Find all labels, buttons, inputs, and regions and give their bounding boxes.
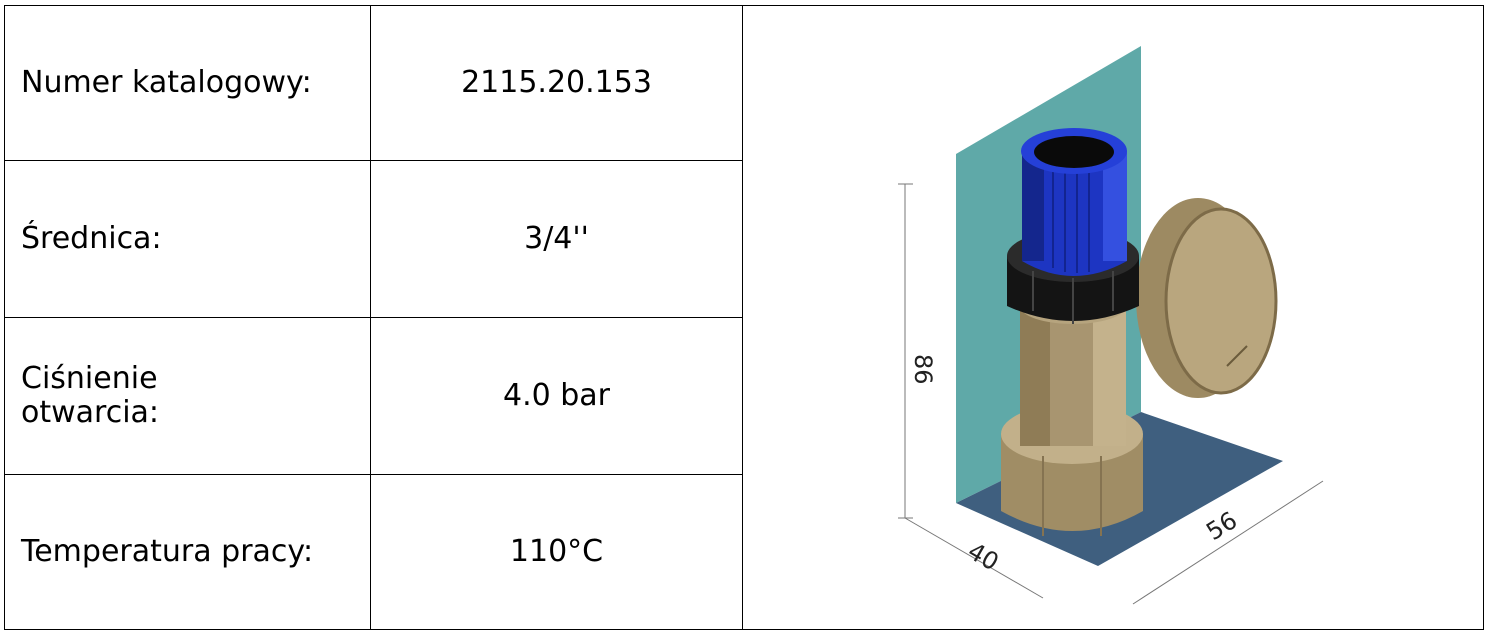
pressure-label-text: Ciśnienie otwarcia: (21, 360, 160, 430)
spec-row-pressure: Ciśnienie otwarcia: 4.0 bar (4, 317, 1484, 475)
temperature-label: Temperatura pracy: (4, 474, 371, 630)
cap-opening (1034, 136, 1114, 168)
diameter-label: Średnica: (4, 160, 371, 318)
spec-row-catalog: Numer katalogowy: 2115.20.153 (4, 5, 1484, 630)
dimension-height: 86 (909, 354, 937, 385)
side-port-rim (1164, 207, 1278, 395)
pressure-value: 4.0 bar (370, 317, 743, 475)
spec-row-temperature: Temperatura pracy: 110°C (4, 474, 1484, 630)
diameter-value: 3/4'' (370, 160, 743, 318)
catalog-number-value: 2115.20.153 (370, 5, 743, 161)
dimension-width: 56 (1201, 506, 1242, 546)
catalog-number-label: Numer katalogowy: (4, 5, 371, 161)
spec-row-diameter: Średnica: 3/4'' (4, 160, 1484, 318)
pressure-label: Ciśnienie otwarcia: (4, 317, 371, 475)
temperature-value: 110°C (370, 474, 743, 630)
blue-cap (1022, 151, 1127, 276)
product-spec-table: Numer katalogowy: 2115.20.153 (4, 5, 1484, 630)
side-port-face (1166, 209, 1276, 393)
product-drawing: 86 40 56 (898, 46, 1324, 605)
product-drawing-cell: 86 40 56 (742, 5, 1484, 630)
dimension-depth: 40 (963, 537, 1003, 577)
